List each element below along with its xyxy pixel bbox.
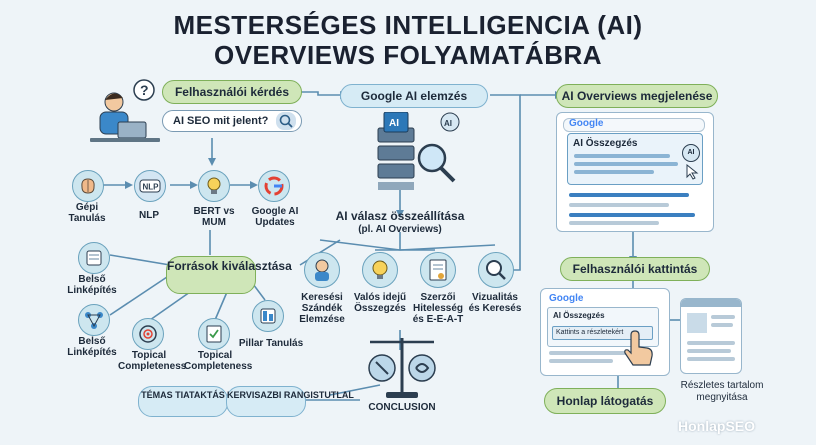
google-logo-2: Google: [549, 293, 584, 304]
factor-label-2: Szerzői Hitelesség és E-E-A-T: [412, 292, 464, 325]
search-text: AI SEO mit jelent?: [173, 115, 269, 127]
factor-label-3: Vizualitás és Keresés: [468, 292, 522, 314]
conclusion-label: CONCLUSION: [368, 402, 436, 413]
source-label-2: Topical Completeness: [118, 350, 187, 372]
summary-line: [574, 170, 654, 174]
ai-badge-icon: AI: [682, 144, 700, 162]
pillar-icon: [252, 300, 284, 332]
brain-icon: [72, 170, 104, 202]
page-line: [711, 315, 735, 319]
svg-text:NLP: NLP: [143, 183, 160, 192]
certificate-icon: [420, 252, 456, 288]
google-logo: Google: [569, 118, 604, 129]
website-visit-pill: Honlap látogatás: [544, 388, 666, 414]
ai-answer-title: AI válasz összeállítása: [335, 209, 465, 223]
factor-label-1: Valós idejű Összegzés: [353, 292, 407, 314]
bulb-icon-2: [362, 252, 398, 288]
ai-server-icon: AI AI: [377, 112, 460, 190]
visual-search-icon: [478, 252, 514, 288]
google-updates-icon: [258, 170, 290, 202]
user-query-pill: Felhasználói kérdés: [162, 80, 302, 104]
ai-summary-title-2: AI Összegzés: [553, 311, 605, 320]
page-line: [687, 357, 735, 361]
browser-search-bar[interactable]: [563, 118, 705, 132]
page-header-bar: [681, 299, 741, 307]
ranking-pill: KERVISAZBI RANGISTUTLAL: [226, 386, 354, 417]
ai-answer-subtitle: (pl. AI Overviews): [358, 224, 442, 235]
sources-pill: Források kiválasztása: [166, 256, 292, 294]
google-ai-pill: Google AI elemzés: [340, 84, 488, 108]
scale-icon: [368, 338, 436, 398]
title-line-2: OVERVIEWS FOLYAMATÁBRA: [213, 40, 603, 70]
factor-label-0: Keresési Szándék Elemzése: [299, 292, 345, 325]
result-link-line[interactable]: [569, 193, 689, 197]
source-label-0: Belső Linképítés: [67, 274, 117, 296]
svg-text:?: ?: [140, 82, 149, 98]
bulb-icon: [198, 170, 230, 202]
nlp-icon: NLP: [134, 170, 166, 202]
cursor-icon: [686, 164, 699, 180]
internal-links-icon: [78, 242, 110, 274]
detailed-content-label: Részletes tartalom megnyitása: [680, 380, 764, 403]
result-line: [549, 359, 613, 363]
user-click-pill: Felhasználói kattintás: [560, 257, 710, 281]
person-thinking-icon: [304, 252, 340, 288]
result-link-line[interactable]: [569, 213, 695, 217]
model-label-0: Gépi Tanulás: [68, 202, 106, 224]
result-line: [549, 351, 629, 355]
ai-overviews-pill: AI Overviews megjelenése: [556, 84, 718, 108]
summary-line: [574, 154, 670, 158]
ai-summary-box: AI Összegzés AI: [567, 133, 703, 185]
svg-text:AI: AI: [389, 118, 399, 129]
user-at-laptop-icon: ?: [90, 79, 160, 142]
result-line: [569, 221, 659, 225]
target-icon: [132, 318, 164, 350]
search-icon[interactable]: [276, 112, 296, 130]
content-page-icon: [680, 298, 742, 374]
source-label-3: Topical Completeness: [184, 350, 253, 372]
source-label-4: Pillar Tanulás: [238, 338, 304, 349]
ai-overviews-browser: Google AI Összegzés AI: [556, 112, 714, 232]
ai-summary-box-2: AI Összegzés Kattints a részletekért: [547, 307, 659, 347]
page-line: [687, 349, 731, 353]
model-label-3: Google AI Updates: [251, 206, 299, 228]
hand-click-icon: [624, 330, 653, 366]
topic-coverage-pill: TÉMAS TIATAKTÁS: [138, 386, 228, 417]
page-line: [711, 323, 733, 327]
page-image-block: [687, 313, 707, 333]
document-check-icon: [198, 318, 230, 350]
link-network-icon: [78, 304, 110, 336]
summary-line: [574, 162, 678, 166]
model-label-2: BERT vs MUM: [193, 206, 235, 228]
page-line: [687, 341, 735, 345]
source-label-1: Belső Linképítés: [67, 336, 117, 358]
ai-summary-title: AI Összegzés: [573, 138, 638, 149]
result-line: [569, 203, 669, 207]
watermark-text: HonlapSEO: [678, 418, 756, 434]
click-browser: Google AI Összegzés Kattints a részletek…: [540, 288, 670, 376]
details-link[interactable]: Kattints a részletekért: [552, 326, 653, 340]
svg-text:AI: AI: [444, 119, 452, 128]
title-line-1: MESTERSÉGES INTELLIGENCIA (AI): [173, 10, 643, 40]
search-input[interactable]: AI SEO mit jelent?: [162, 110, 302, 132]
model-label-1: NLP: [139, 210, 159, 221]
